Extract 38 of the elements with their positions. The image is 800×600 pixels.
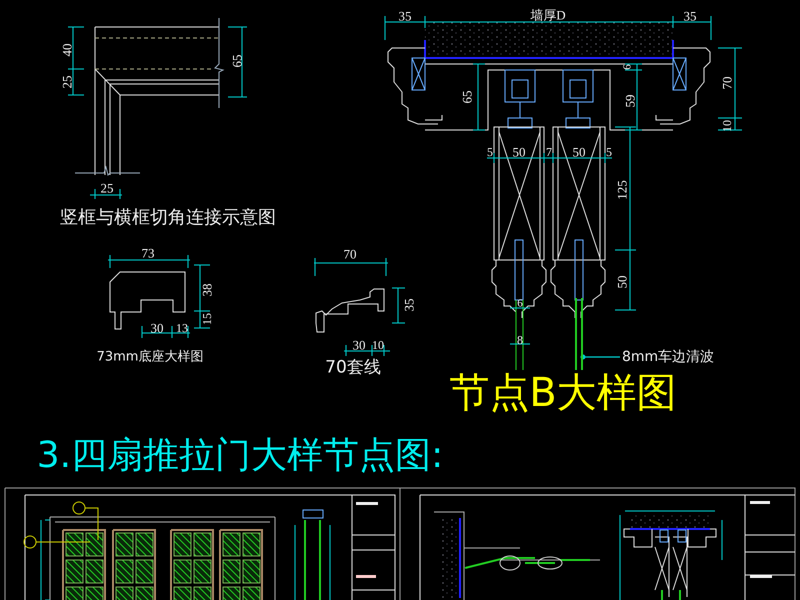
dimension-text: 30	[352, 338, 366, 352]
dimension-text: 15	[201, 313, 213, 325]
dimension-text: 6	[622, 64, 634, 70]
dimension-text: 38	[200, 284, 214, 296]
dimension-text: 73	[142, 246, 154, 260]
dimension-text: 50	[616, 276, 628, 288]
dimension-text: 35	[398, 10, 412, 22]
section-heading: 节点B大样图	[449, 373, 677, 413]
dimension-text: 10	[372, 339, 384, 351]
section-heading: 3.四扇推拉门大样节点图:	[36, 438, 444, 474]
leader-label: 8mm车边清波	[622, 350, 714, 364]
dimension-text: 30	[150, 322, 164, 334]
drawing-caption: 70套线	[325, 360, 381, 376]
drawing-caption: 竖框与横框切角连接示意图	[60, 209, 276, 227]
dimension-text: 59	[624, 94, 636, 108]
dimension-text: 5	[606, 146, 612, 158]
dimension-text: 10	[721, 120, 733, 132]
dimension-text: 70	[344, 248, 356, 260]
dimension-text: 35	[402, 298, 416, 312]
leader-line	[580, 354, 620, 360]
dimension-text: 墙厚D	[530, 8, 566, 22]
dimension-text: 5	[487, 146, 493, 158]
dimension-text: 65	[460, 90, 474, 104]
dimension-text: 40	[60, 44, 74, 56]
dimension-text: 6	[517, 298, 523, 310]
dimension-text: 125	[616, 180, 628, 200]
dimension-text: 25	[100, 182, 114, 194]
dimension-text: 50	[512, 146, 526, 158]
glass-panel	[575, 298, 583, 370]
dimension-text: 25	[60, 76, 74, 88]
dimension-text: 7	[546, 146, 552, 158]
drawing-caption: 73mm底座大样图	[96, 350, 204, 364]
dimension-text: 50	[572, 146, 586, 158]
dimension-text: 8	[517, 334, 523, 346]
dimension-text: 70	[720, 76, 734, 90]
dimension-text: 35	[684, 10, 696, 22]
dimension-text: 13	[176, 322, 188, 334]
dimension-text: 65	[230, 54, 244, 68]
